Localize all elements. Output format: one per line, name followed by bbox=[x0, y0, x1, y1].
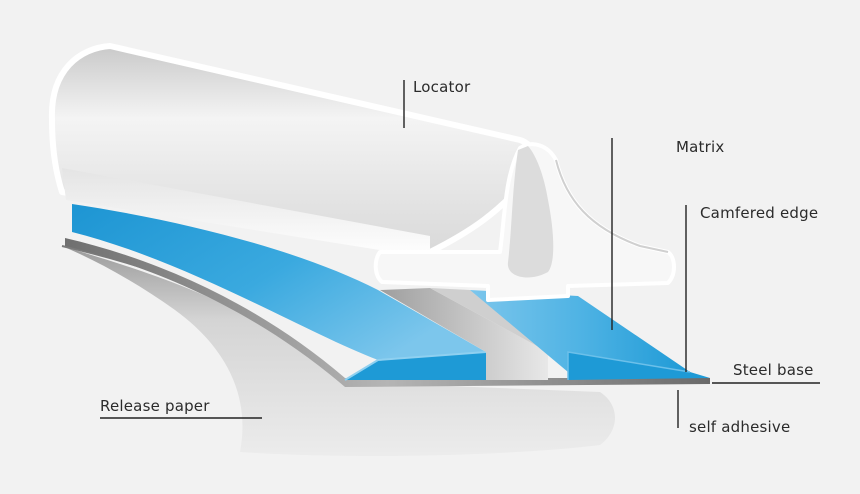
leader-lines bbox=[100, 80, 820, 428]
label-camfered-edge: Camfered edge bbox=[700, 204, 819, 222]
matrix-strip-left bbox=[72, 204, 487, 381]
label-steel-base: Steel base bbox=[733, 361, 814, 379]
label-locator: Locator bbox=[413, 78, 471, 96]
matrix-strip-right bbox=[470, 290, 710, 380]
label-self-adhesive: self adhesive bbox=[689, 418, 791, 436]
label-matrix: Matrix bbox=[676, 138, 725, 156]
locator-profile bbox=[48, 43, 676, 302]
label-release-paper: Release paper bbox=[100, 397, 210, 415]
